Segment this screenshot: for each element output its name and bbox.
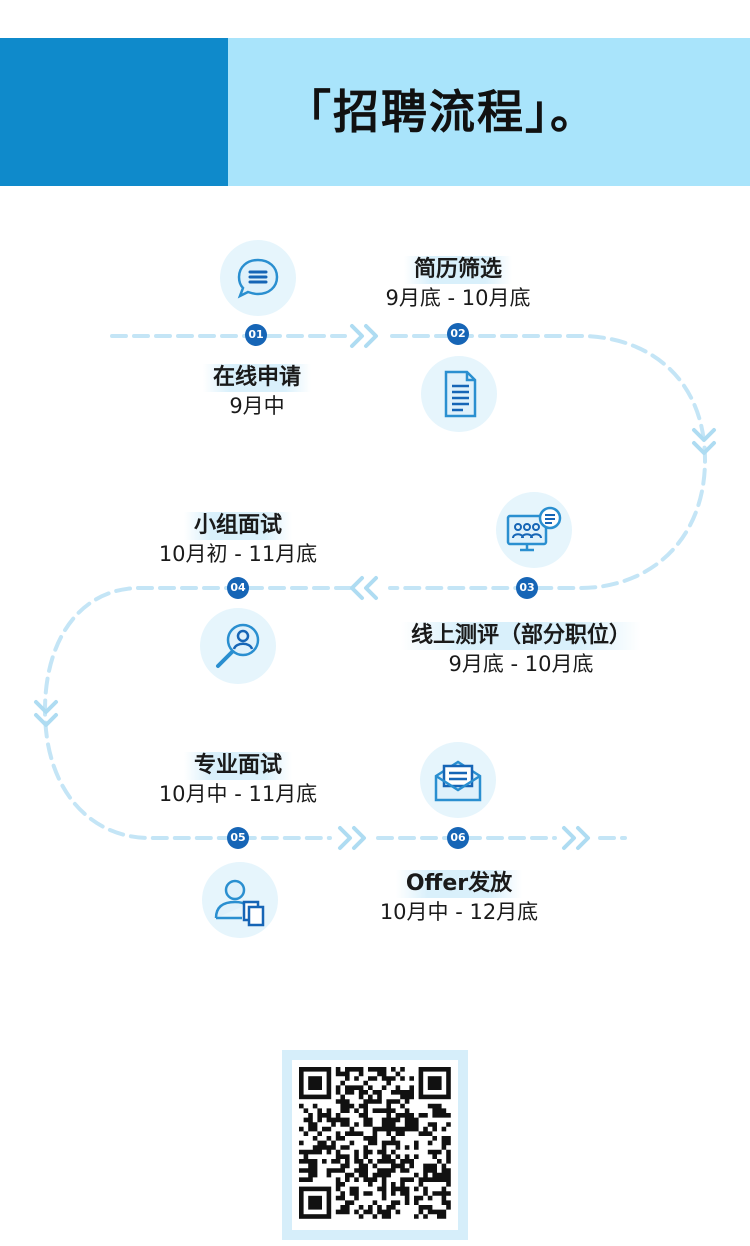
step-label-05: 专业面试 10月中 - 11月底	[123, 752, 353, 808]
header-accent-block	[0, 38, 228, 186]
header-title-block	[228, 38, 750, 186]
step-name: 专业面试	[183, 752, 292, 780]
chat-bubble-icon	[220, 240, 296, 316]
step-label-03: 线上测评（部分职位） 9月底 - 10月底	[376, 622, 666, 678]
step-time: 9月底 - 10月底	[448, 652, 594, 676]
document-icon	[421, 356, 497, 432]
qr-code-pattern	[299, 1067, 451, 1219]
step-badge-05: 05	[227, 827, 249, 849]
step-label-06: Offer发放 10月中 - 12月底	[344, 870, 574, 926]
step-badge-01: 01	[245, 324, 267, 346]
step-time: 9月中	[229, 394, 285, 418]
step-label-04: 小组面试 10月初 - 11月底	[123, 512, 353, 568]
step-label-01: 在线申请 9月中	[157, 364, 357, 420]
video-meeting-icon	[496, 492, 572, 568]
step-time: 10月中 - 12月底	[379, 900, 539, 924]
step-name: Offer发放	[395, 870, 523, 898]
qr-code-frame	[282, 1050, 468, 1240]
step-name: 简历筛选	[403, 256, 512, 284]
step-badge-02: 02	[447, 323, 469, 345]
person-document-icon	[202, 862, 278, 938]
person-search-icon	[200, 608, 276, 684]
qr-code-icon	[292, 1060, 458, 1230]
step-name: 在线申请	[202, 364, 311, 392]
step-time: 9月底 - 10月底	[385, 286, 531, 310]
step-name: 小组面试	[183, 512, 292, 540]
step-badge-06: 06	[447, 827, 469, 849]
page-title: 「招聘流程」。	[285, 85, 598, 139]
step-badge-03: 03	[516, 577, 538, 599]
step-time: 10月中 - 11月底	[158, 782, 318, 806]
step-badge-04: 04	[227, 577, 249, 599]
step-time: 10月初 - 11月底	[158, 542, 318, 566]
step-label-02: 简历筛选 9月底 - 10月底	[338, 256, 578, 312]
envelope-icon	[420, 742, 496, 818]
step-name: 线上测评（部分职位）	[400, 622, 641, 650]
header-banner: 「招聘流程」。	[0, 38, 750, 186]
